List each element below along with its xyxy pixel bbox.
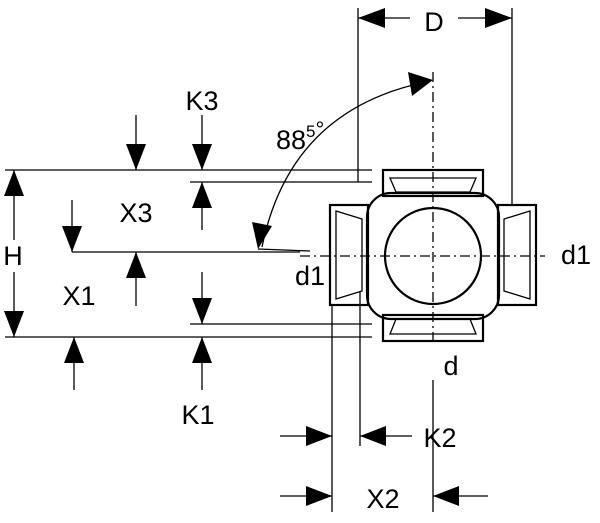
fitting-body bbox=[300, 72, 545, 345]
angle-value: 88 bbox=[276, 125, 306, 155]
label-K1: K1 bbox=[181, 400, 214, 430]
angle-unit: ° bbox=[316, 117, 325, 142]
dimension-K1: K1 bbox=[64, 337, 215, 430]
dimension-X1: X1 bbox=[62, 252, 212, 324]
dimension-X3: X3 bbox=[62, 198, 153, 252]
angle-fraction: 5 bbox=[306, 122, 315, 141]
label-d1-left: d1 bbox=[295, 261, 325, 291]
label-K2: K2 bbox=[423, 423, 456, 453]
label-D: D bbox=[424, 7, 444, 37]
label-X3: X3 bbox=[119, 198, 152, 228]
svg-text:885°: 885° bbox=[276, 117, 324, 155]
bottom-extension-lines bbox=[331, 292, 434, 512]
dimension-K2: K2 bbox=[280, 423, 457, 453]
left-socket-hatch bbox=[335, 210, 363, 300]
dimension-H: H bbox=[0, 170, 28, 337]
right-socket-hatch bbox=[503, 210, 531, 300]
label-X1: X1 bbox=[62, 281, 95, 311]
label-H: H bbox=[3, 241, 23, 271]
label-d1-right: d1 bbox=[561, 240, 591, 270]
label-K3: K3 bbox=[185, 86, 218, 116]
label-d: d bbox=[443, 351, 458, 381]
dimension-X2: X2 bbox=[280, 484, 488, 514]
dimension-angle: 885° bbox=[252, 72, 433, 252]
dimension-D: D bbox=[357, 7, 513, 205]
label-X2: X2 bbox=[366, 484, 399, 514]
extension-lines bbox=[5, 169, 372, 338]
dimension-K3: K3 bbox=[126, 86, 219, 230]
